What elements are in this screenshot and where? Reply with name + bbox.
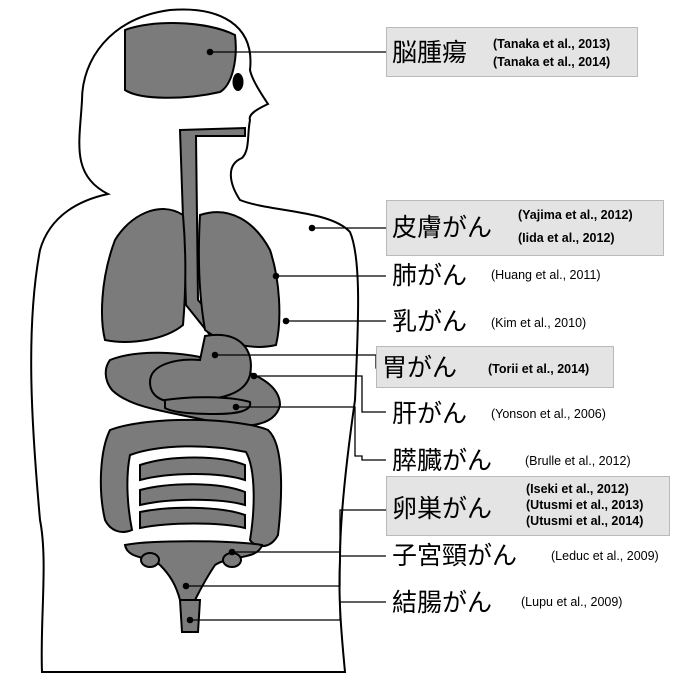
left-ovary-organ xyxy=(141,553,159,567)
label-ovarian-cancer: 卵巣がん xyxy=(392,494,492,524)
citation-ovarian-3: (Utusmi et al., 2014) xyxy=(526,513,643,529)
label-lung-cancer: 肺がん xyxy=(392,261,467,291)
citation-cervical: (Leduc et al., 2009) xyxy=(551,548,659,564)
citation-brain-2: (Tanaka et al., 2014) xyxy=(493,54,610,70)
citation-colon: (Lupu et al., 2009) xyxy=(521,594,622,610)
label-pancreatic-cancer: 膵臓がん xyxy=(392,446,492,476)
citation-gastric: (Torii et al., 2014) xyxy=(488,361,589,377)
cervix-organ xyxy=(180,600,200,632)
citation-brain-1: (Tanaka et al., 2013) xyxy=(493,36,610,52)
eye xyxy=(233,73,244,91)
citation-skin-1: (Yajima et al., 2012) xyxy=(518,207,633,223)
citation-lung: (Huang et al., 2011) xyxy=(491,267,601,283)
citation-skin-2: (Iida et al., 2012) xyxy=(518,230,615,246)
label-gastric-cancer: 胃がん xyxy=(382,353,457,383)
citation-pancreas: (Brulle et al., 2012) xyxy=(525,453,631,469)
label-colon-cancer: 結腸がん xyxy=(392,588,492,618)
label-cervical-cancer: 子宮頸がん xyxy=(392,541,517,571)
citation-ovarian-1: (Iseki et al., 2012) xyxy=(526,481,629,497)
citation-ovarian-2: (Utusmi et al., 2013) xyxy=(526,497,643,513)
small-intestine xyxy=(140,458,245,529)
label-breast-cancer: 乳がん xyxy=(392,307,467,337)
citation-breast: (Kim et al., 2010) xyxy=(491,315,586,331)
brain-organ xyxy=(125,23,236,98)
citation-liver: (Yonson et al., 2006) xyxy=(491,406,606,422)
label-liver-cancer: 肝がん xyxy=(392,399,467,429)
label-skin-cancer: 皮膚がん xyxy=(392,213,492,243)
label-brain-tumor: 脳腫瘍 xyxy=(392,38,467,68)
